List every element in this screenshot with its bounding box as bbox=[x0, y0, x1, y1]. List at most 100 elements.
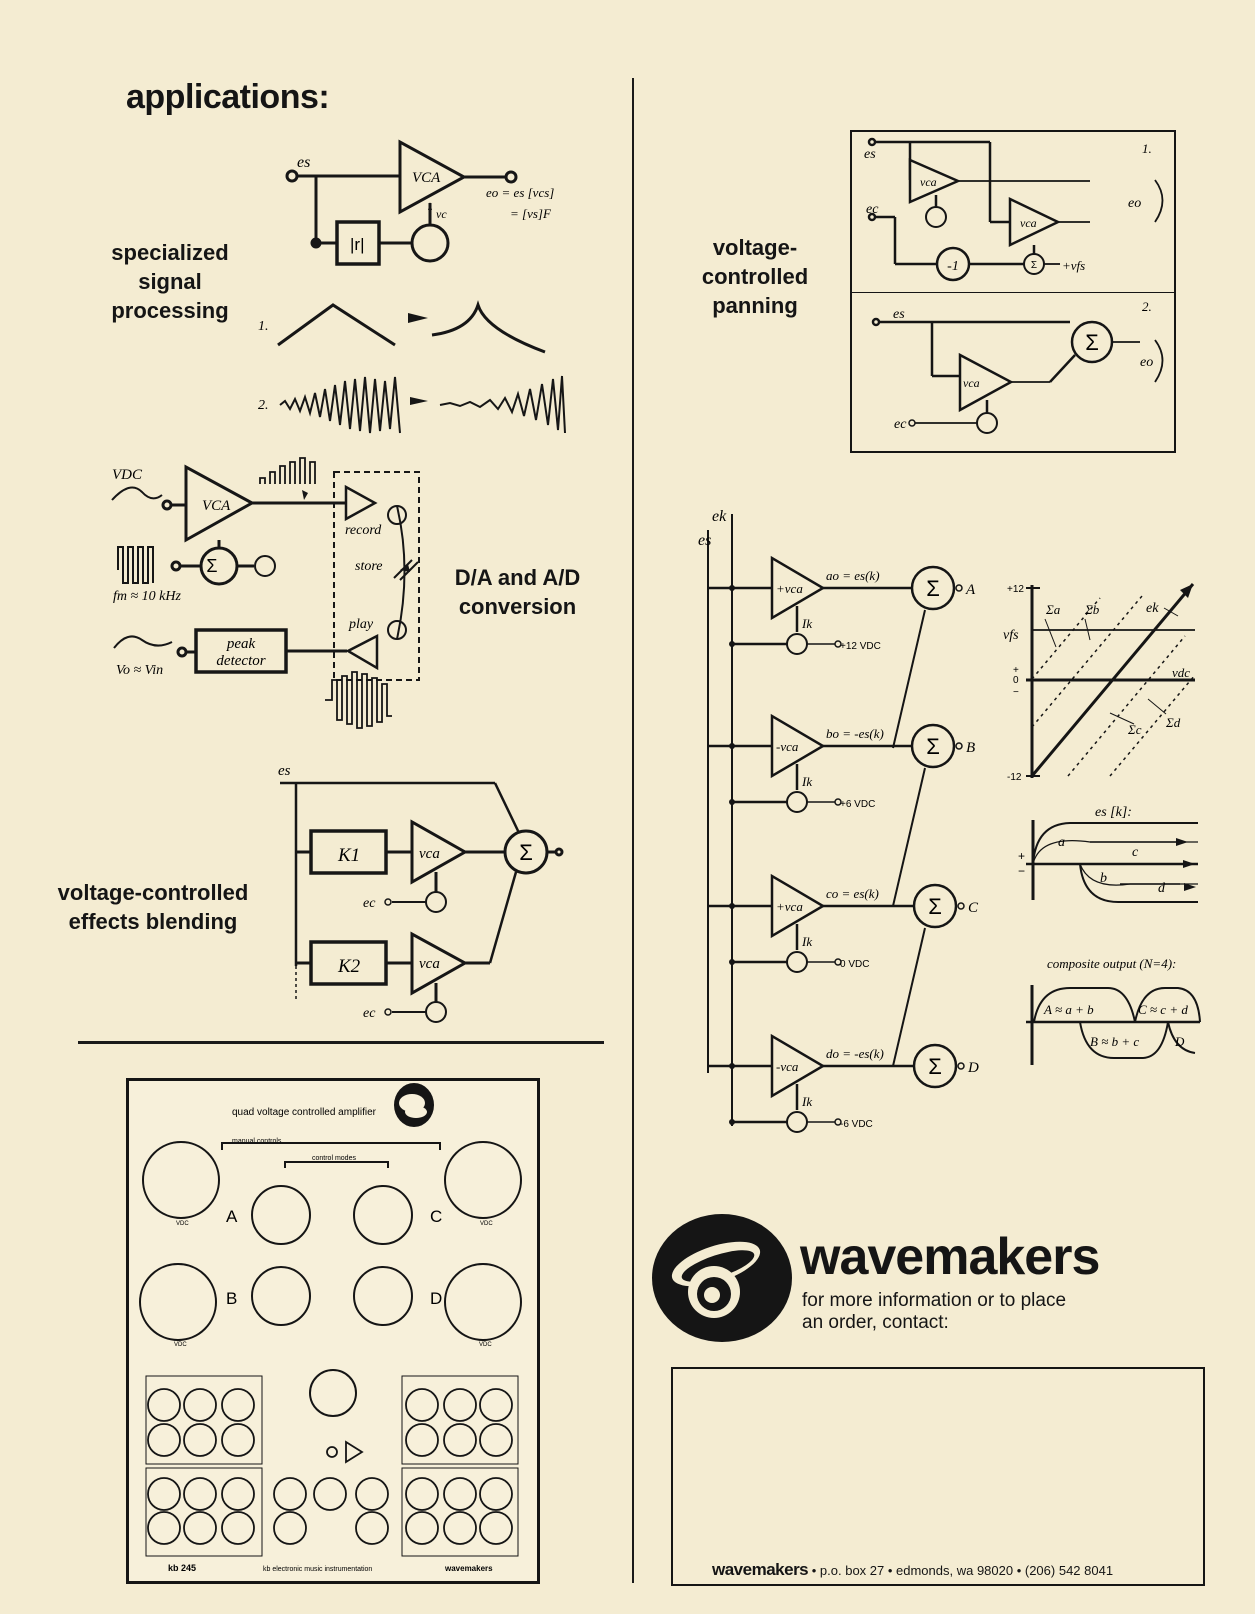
quad-eq-C: co = es(k) bbox=[826, 886, 879, 901]
pan-eo-2: eo bbox=[1140, 355, 1153, 370]
composite-title: composite output (N=4): bbox=[1047, 956, 1176, 971]
graph-sb: Σb bbox=[1084, 602, 1100, 617]
env-a: a bbox=[1058, 835, 1065, 850]
d1-step1: 1. bbox=[258, 319, 269, 334]
d1-amp-label: VCA bbox=[412, 170, 441, 186]
env-d: d bbox=[1158, 881, 1166, 896]
quad-vdc-A: +12 VDC bbox=[840, 641, 881, 652]
label-panning: voltage-controlled panning bbox=[701, 235, 809, 318]
quad-vdc-jack bbox=[834, 958, 842, 966]
address-box bbox=[671, 1367, 1205, 1586]
composite-A: A ≈ a + b bbox=[1043, 1002, 1094, 1017]
quad-node bbox=[729, 1119, 735, 1125]
d3-amp1: vca bbox=[419, 846, 440, 862]
d3-k2: K2 bbox=[337, 956, 361, 977]
knob-manual-b[interactable] bbox=[139, 1263, 217, 1341]
label-signal-processing: specialized signal processing bbox=[111, 240, 229, 323]
pan-amp-3: vca bbox=[963, 376, 980, 390]
knob-pan[interactable] bbox=[309, 1369, 357, 1417]
address-text: • p.o. box 27 • edmonds, wa 98020 • (206… bbox=[808, 1563, 1114, 1578]
graph-sa: Σa bbox=[1045, 602, 1061, 617]
d1-rect-label: |r| bbox=[350, 235, 365, 254]
panel-model: kb 245 bbox=[168, 1563, 196, 1573]
quad-eq-A: ao = es(k) bbox=[826, 568, 880, 583]
quad-eq-B: bo = -es(k) bbox=[826, 726, 884, 741]
env-b: b bbox=[1100, 871, 1107, 886]
d2-vin: Vo ≈ Vin bbox=[116, 663, 163, 678]
quad-sum-symbol: Σ bbox=[926, 734, 940, 759]
panning-box-2 bbox=[850, 292, 1176, 453]
panel-vdc-a: VDC bbox=[176, 1221, 189, 1227]
wavemakers-logo-icon bbox=[652, 1214, 792, 1342]
knob-mode-a[interactable] bbox=[251, 1185, 311, 1245]
quad-vdc-jack bbox=[834, 798, 842, 806]
quad-node bbox=[729, 585, 735, 591]
panel-ch-d: D bbox=[430, 1289, 442, 1308]
env-minus: − bbox=[1018, 864, 1025, 878]
quad-vdc-C: 0 VDC bbox=[840, 959, 869, 970]
address-brand: wavemakers bbox=[712, 1560, 809, 1579]
panel-ch-b: B bbox=[226, 1289, 237, 1308]
d2-play: play bbox=[348, 617, 374, 632]
pan-ec-1: ec bbox=[866, 202, 879, 217]
pan-sum-small: Σ bbox=[1031, 260, 1037, 271]
quad-sum-symbol: Σ bbox=[926, 576, 940, 601]
knob-mode-c[interactable] bbox=[353, 1185, 413, 1245]
d1-step2: 2. bbox=[258, 398, 269, 413]
quad-ctrl-sum bbox=[786, 1111, 808, 1133]
quad-sum-C bbox=[912, 883, 958, 929]
knob-mode-d[interactable] bbox=[353, 1266, 413, 1326]
d3-ctrl2: ec bbox=[363, 1006, 376, 1021]
quad-out-jack bbox=[955, 742, 963, 750]
pan-eo-1: eo bbox=[1128, 196, 1141, 211]
knob-manual-d[interactable] bbox=[444, 1263, 522, 1341]
knob-manual-a[interactable] bbox=[142, 1141, 220, 1219]
quad-node bbox=[729, 903, 735, 909]
quad-node bbox=[729, 1063, 735, 1069]
d1-out-eq2: = [vs]F bbox=[510, 206, 552, 221]
composite-B: B ≈ b + c bbox=[1090, 1034, 1139, 1049]
quad-vca-D bbox=[770, 1033, 826, 1099]
left-section-divider bbox=[78, 1041, 604, 1044]
address-line: wavemakers • p.o. box 27 • edmonds, wa 9… bbox=[712, 1560, 1113, 1580]
knob-manual-c[interactable] bbox=[444, 1141, 522, 1219]
d2-detector2: detector bbox=[216, 653, 265, 669]
quad-ik-C: Ik bbox=[801, 934, 812, 949]
quad-ik-A: Ik bbox=[801, 616, 812, 631]
knob-mode-b[interactable] bbox=[251, 1266, 311, 1326]
quad-vca-B bbox=[770, 713, 826, 779]
d1-out-eq1: eo = es [vcs] bbox=[486, 185, 554, 200]
quad-node bbox=[729, 743, 735, 749]
d2-fm: fm ≈ 10 kHz bbox=[113, 589, 182, 604]
quad-amp-label-A: +vca bbox=[776, 581, 803, 596]
pan-es-1: es bbox=[864, 147, 876, 162]
quad-vdc-B: +6 VDC bbox=[840, 799, 875, 810]
quad-out-jack bbox=[957, 1062, 965, 1070]
panel-manual-label: manual controls bbox=[232, 1138, 282, 1145]
d3-k1: K1 bbox=[337, 845, 360, 866]
control-voltage-graph: +12 -12 vfs vdc + 0 − ek Σa Σb Σc Σd bbox=[1003, 583, 1196, 783]
composite-C: C ≈ c + d bbox=[1138, 1002, 1188, 1017]
panel-brand: wavemakers bbox=[444, 1564, 493, 1573]
pan-es-2: es bbox=[893, 307, 905, 322]
quad-output-C: C bbox=[968, 900, 979, 916]
quad-output-D: D bbox=[967, 1060, 979, 1076]
d3-in: es bbox=[278, 763, 291, 779]
d2-record: record bbox=[345, 523, 382, 538]
quad-vdc-jack bbox=[834, 1118, 842, 1126]
quad-sum-B bbox=[910, 723, 956, 769]
graph-plus: + bbox=[1013, 665, 1019, 676]
column-divider bbox=[632, 78, 634, 1583]
d3-sum-symbol: Σ bbox=[519, 840, 533, 865]
envelope-diagrams: es [k]: + − a c b d composite output (N=… bbox=[1018, 805, 1201, 1065]
label-effects-blending: voltage-controlled effects blending bbox=[57, 880, 249, 934]
graph-ek: ek bbox=[1146, 601, 1159, 616]
graph-zero: 0 bbox=[1013, 675, 1019, 686]
quad-node bbox=[729, 959, 735, 965]
graph-sd: Σd bbox=[1165, 715, 1181, 730]
panel-jacks bbox=[147, 1388, 513, 1545]
panel-title: quad voltage controlled amplifier bbox=[232, 1107, 377, 1118]
